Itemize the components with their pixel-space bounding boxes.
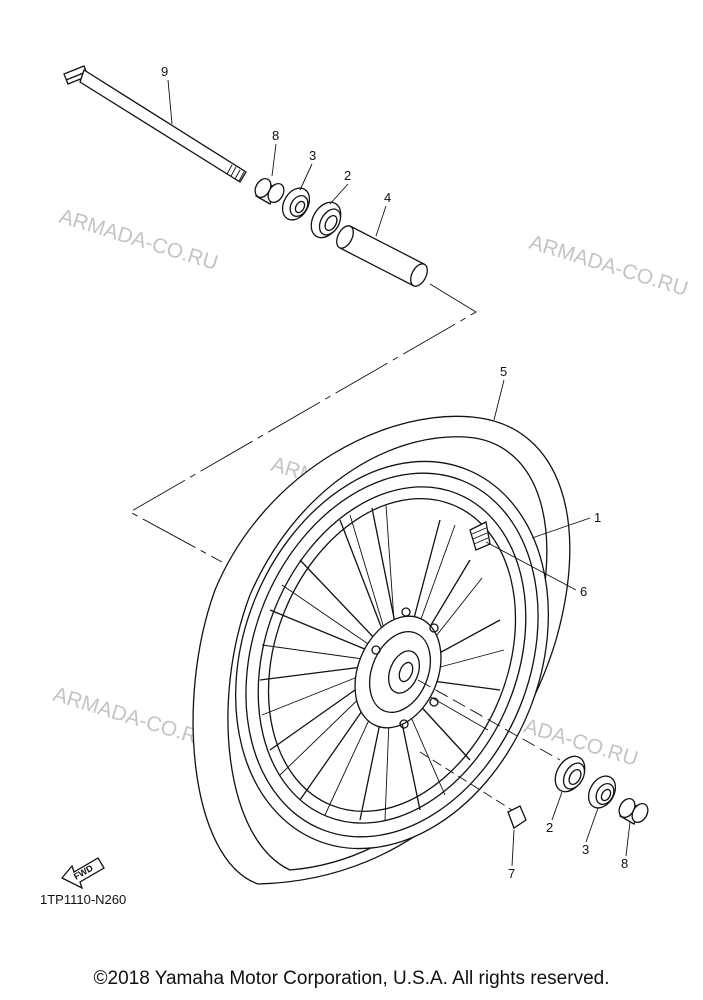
watermark: ARMADA-CO.RU xyxy=(527,231,691,301)
part-label-8: 8 xyxy=(272,128,279,143)
watermark: ARMADA-CO.RU xyxy=(57,205,221,275)
copyright-text: ©2018 Yamaha Motor Corporation, U.S.A. A… xyxy=(93,968,610,989)
part-label-8-lower: 8 xyxy=(621,856,628,871)
lower-centerline xyxy=(417,679,561,761)
part-labels: 9 8 3 2 4 5 1 6 2 3 8 7 xyxy=(161,64,628,881)
front-axle xyxy=(63,65,247,183)
part-label-2-lower: 2 xyxy=(546,820,553,835)
fwd-arrow-icon: FWD xyxy=(60,857,105,890)
part-label-6: 6 xyxy=(580,584,587,599)
part-label-2: 2 xyxy=(344,168,351,183)
part-label-4: 4 xyxy=(384,190,391,205)
oil-seal-lower xyxy=(587,775,617,809)
part-label-5: 5 xyxy=(500,364,507,379)
part-label-7: 7 xyxy=(508,866,515,881)
bearing-upper xyxy=(310,201,342,239)
balance-weight xyxy=(507,805,527,829)
diagram-code: 1TP1110-N260 xyxy=(40,892,126,907)
wheel-hub xyxy=(354,607,442,729)
collar-lower xyxy=(618,798,649,825)
bearing-lower xyxy=(554,755,586,793)
oil-seal-upper xyxy=(281,187,311,221)
part-label-9: 9 xyxy=(161,64,168,79)
watermark: ARMADA-CO.RU xyxy=(51,683,215,753)
collar-upper xyxy=(254,178,285,205)
part-label-1: 1 xyxy=(594,510,601,525)
assembly-centerline xyxy=(129,283,477,563)
wheel-spokes xyxy=(259,504,505,821)
part-label-3: 3 xyxy=(309,148,316,163)
spacer xyxy=(336,225,428,287)
weight-leader xyxy=(419,751,513,811)
part-label-3-lower: 3 xyxy=(582,842,589,857)
leader-lines xyxy=(167,79,631,867)
